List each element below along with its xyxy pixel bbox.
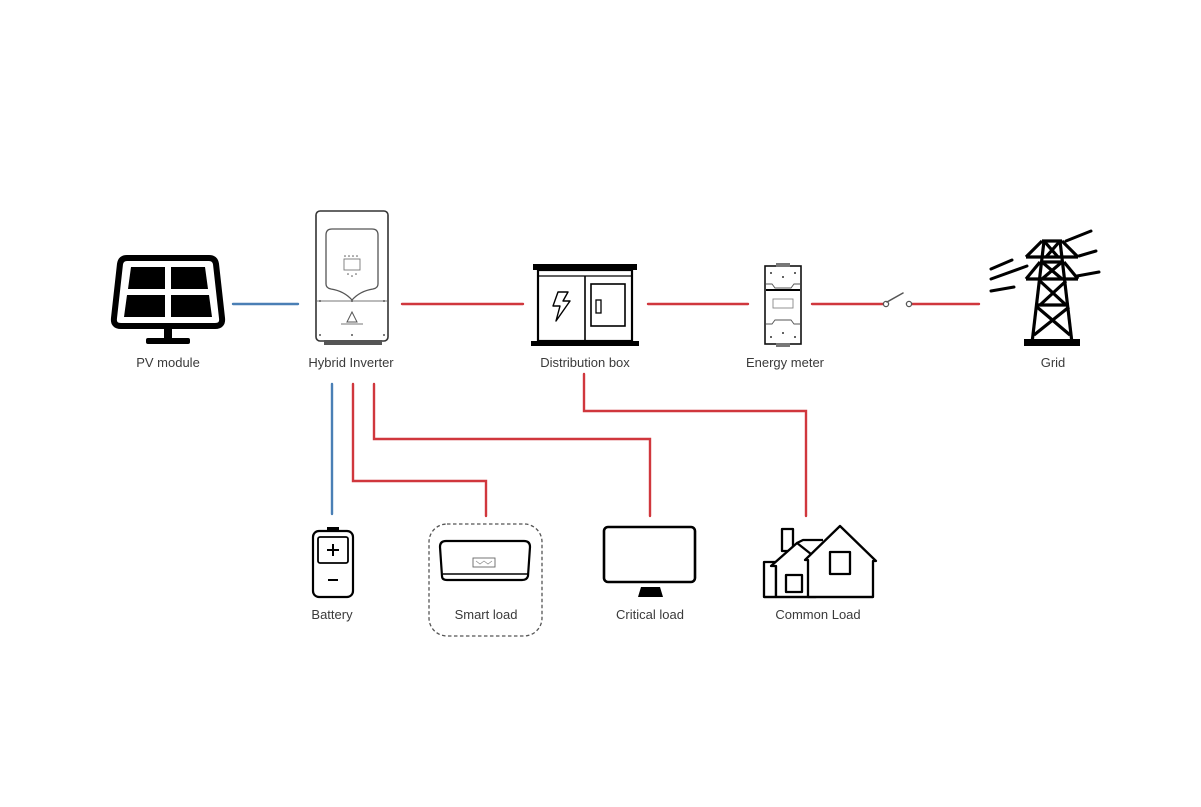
distribution-box-icon bbox=[531, 264, 639, 346]
node-label: Grid bbox=[1041, 355, 1066, 370]
connections bbox=[231, 302, 981, 518]
node-grid: Grid bbox=[989, 229, 1101, 370]
node-common-load: Common Load bbox=[762, 524, 878, 622]
switch-contact-right bbox=[905, 300, 913, 308]
node-label: Common Load bbox=[775, 607, 860, 622]
power-tower-icon bbox=[989, 229, 1101, 346]
node-meter: Energy meter bbox=[746, 263, 825, 370]
node-battery: Battery bbox=[311, 527, 355, 622]
node-smart-load: Smart load bbox=[428, 523, 543, 637]
houses-icon bbox=[762, 524, 878, 599]
battery-icon bbox=[311, 527, 355, 599]
monitor-icon bbox=[602, 525, 697, 597]
node-pv: PV module bbox=[110, 255, 226, 370]
node-label: Hybrid Inverter bbox=[308, 355, 394, 370]
hybrid-inverter-icon bbox=[315, 210, 389, 345]
grid-switch bbox=[882, 292, 913, 308]
node-critical-load: Critical load bbox=[602, 525, 697, 622]
node-label: Smart load bbox=[455, 607, 518, 622]
air-conditioner-icon bbox=[438, 539, 532, 582]
node-label: PV module bbox=[136, 355, 200, 370]
wire-distribution-common-load bbox=[582, 372, 808, 518]
smart-load-dashed-border bbox=[428, 523, 543, 637]
node-label: Critical load bbox=[616, 607, 684, 622]
node-inverter: Hybrid Inverter bbox=[308, 210, 394, 370]
wire-inverter-critical-load bbox=[372, 382, 652, 518]
switch-contact-left bbox=[882, 300, 890, 308]
energy-meter-icon bbox=[764, 263, 802, 347]
node-label: Distribution box bbox=[540, 355, 630, 370]
solar-panel-icon bbox=[110, 255, 226, 344]
node-distribution: Distribution box bbox=[531, 264, 639, 370]
wire-inverter-smart-load bbox=[351, 382, 488, 518]
node-label: Energy meter bbox=[746, 355, 825, 370]
switch-lever bbox=[886, 292, 904, 303]
node-label: Battery bbox=[311, 607, 353, 622]
